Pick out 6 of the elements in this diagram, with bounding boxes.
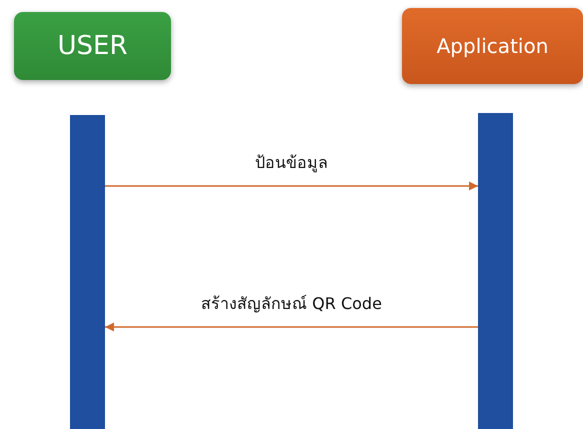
actor-box: USER (14, 12, 171, 80)
arrow (105, 322, 478, 332)
actor-box: Application (402, 8, 583, 84)
lifeline-bar (478, 113, 513, 429)
lifeline-bar (70, 115, 105, 429)
arrow (105, 182, 478, 190)
